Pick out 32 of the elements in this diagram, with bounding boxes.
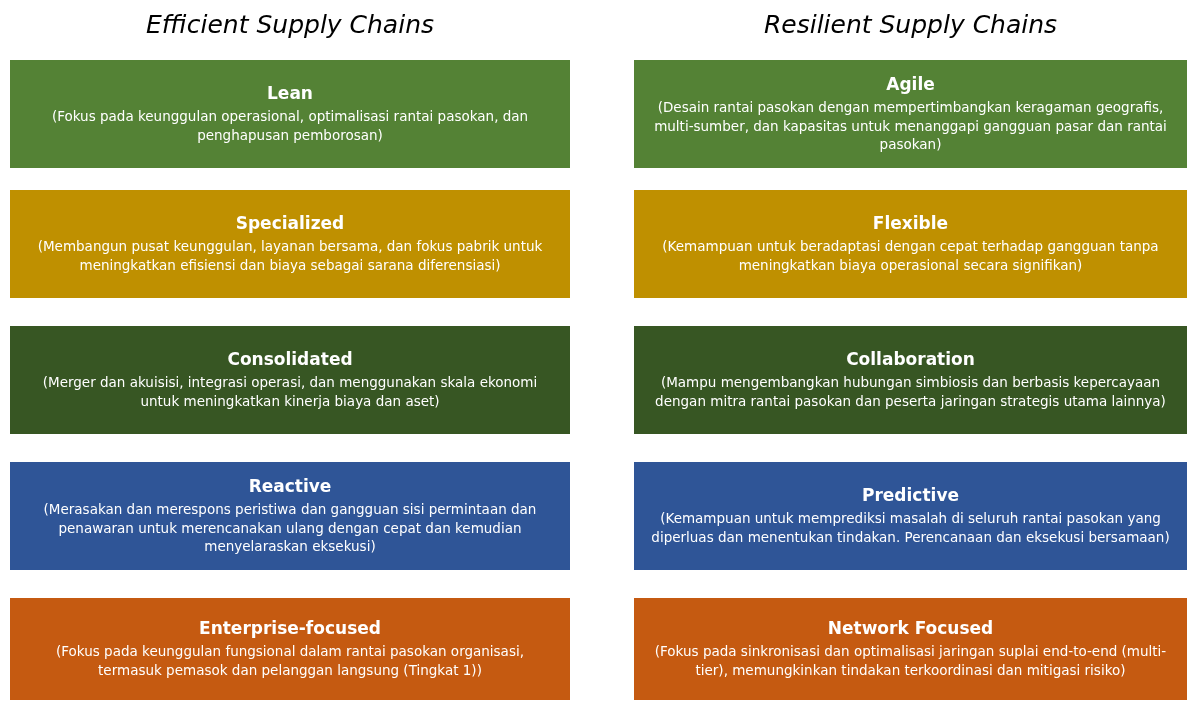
- box-heading: Specialized: [235, 213, 345, 234]
- box-heading: Enterprise-focused: [199, 618, 381, 639]
- box-description: (Membangun pusat keunggulan, layanan bersama, dan fokus pabrik untuk meningkatkan efisiensi dan biaya sebagai sarana diferensiasi): [36, 237, 544, 275]
- box-heading: Reactive: [248, 475, 332, 496]
- box-description: (Merger dan akuisisi, integrasi operasi, dan menggunakan skala ekonomi untuk meningkatkan kinerja biaya dan aset): [41, 373, 539, 411]
- category-box: [634, 598, 1187, 700]
- box-heading: Network Focused: [827, 618, 994, 639]
- box-description: (Kemampuan untuk memprediksi masalah di seluruh rantai pasokan yang diperluas dan menentukan tindakan. Perencanaan dan eksekusi bersamaan): [650, 509, 1171, 547]
- box-description: (Desain rantai pasokan dengan mempertimbangkan keragaman geografis, multi-sumber, dan kapasitas untuk menanggapi gangguan pasar dan rantai pasokan): [653, 97, 1168, 155]
- box-description: (Merasakan dan merespons peristiwa dan gangguan sisi permintaan dan penawaran untuk merencanakan ulang dengan cepat dan kemudian menyelaraskan eksekusi): [42, 499, 538, 557]
- box-heading: Lean: [267, 83, 313, 104]
- box-heading: Consolidated: [227, 349, 353, 370]
- category-box: [10, 598, 570, 700]
- box-description: (Mampu mengembangkan hubungan simbiosis dan berbasis kepercayaan dengan mitra rantai pasokan dan peserta jaringan strategis utama lainnya): [654, 373, 1167, 411]
- category-box: [10, 60, 570, 168]
- box-description: (Fokus pada keunggulan fungsional dalam rantai pasokan organisasi, termasuk pemasok dan pelanggan langsung (Tingkat 1)): [55, 642, 525, 680]
- column-title: Efficient Supply Chains: [145, 10, 435, 39]
- category-box: [634, 190, 1187, 298]
- box-heading: Agile: [886, 73, 935, 94]
- box-heading: Collaboration: [846, 349, 975, 370]
- category-box: [634, 60, 1187, 168]
- category-box: [10, 190, 570, 298]
- box-description: (Fokus pada sinkronisasi dan optimalisasi jaringan suplai end-to-end (multi-tier), memungkinkan tindakan terkoordinasi dan mitigasi risiko): [653, 642, 1168, 680]
- category-box: [10, 326, 570, 434]
- category-box: [634, 326, 1187, 434]
- box-heading: Flexible: [872, 213, 949, 234]
- box-description: (Fokus pada keunggulan operasional, optimalisasi rantai pasokan, dan penghapusan pemborosan): [50, 107, 530, 145]
- box-description: (Kemampuan untuk beradaptasi dengan cepat terhadap gangguan tanpa meningkatkan biaya operasional secara signifikan): [661, 237, 1160, 275]
- column-title: Resilient Supply Chains: [762, 10, 1059, 39]
- category-box: [10, 462, 570, 570]
- box-heading: Predictive: [862, 485, 959, 506]
- category-box: [634, 462, 1187, 570]
